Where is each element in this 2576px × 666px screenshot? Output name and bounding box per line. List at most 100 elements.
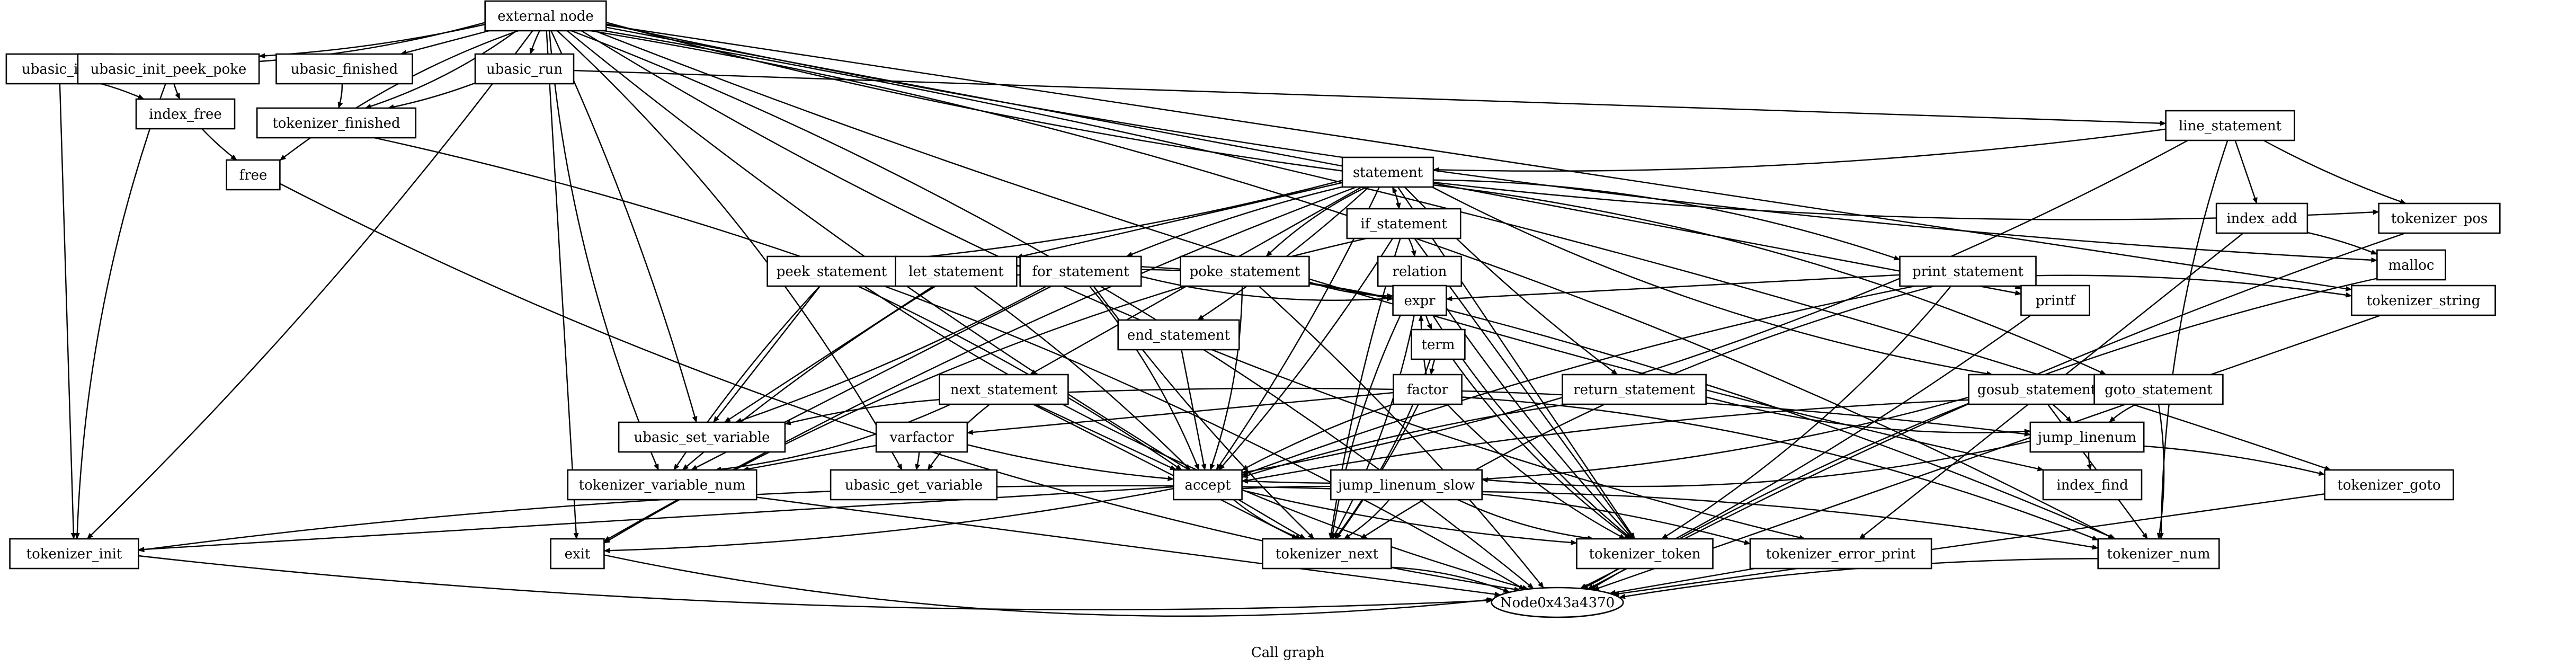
node-shape	[1968, 374, 2106, 405]
edge-term-to-factor	[1429, 359, 1436, 375]
edge-jump-linenum-to-index-find	[2087, 451, 2092, 470]
edge-exit-to-node-0x43a4370	[604, 554, 1494, 617]
node-label: free	[239, 167, 268, 183]
edge-accept-to-exit	[603, 487, 1174, 554]
node-shape	[1173, 469, 1243, 501]
node-label: ubasic_finished	[291, 61, 398, 77]
node-shape	[77, 53, 260, 85]
edge-poke-statement-to-accept	[1209, 286, 1243, 470]
node-return-statement: return_statement	[1562, 374, 1707, 405]
node-label: end_statement	[1127, 327, 1231, 343]
edge-tokenizer-error-print-to-node-0x43a4370	[1609, 567, 1755, 596]
edge-return-statement-to-jump-linenum	[1706, 396, 2031, 434]
edge-statement-to-let-statement	[1016, 182, 1343, 259]
node-shape	[1392, 285, 1447, 316]
edge-tokenizer-next-to-node-0x43a4370	[1391, 566, 1510, 593]
node-shape	[1330, 469, 1483, 501]
node-label: print_statement	[1912, 264, 2024, 280]
node-malloc: malloc	[2376, 249, 2446, 281]
edge-statement-to-gosub-statement	[1432, 186, 1993, 377]
edge-accept-to-tokenizer-error-print	[1242, 485, 1751, 545]
node-label: ubasic_run	[486, 61, 563, 77]
node-label: Node0x43a4370	[1500, 595, 1615, 611]
node-peek-statement: peek_statement	[766, 255, 897, 287]
node-print-statement: print_statement	[1899, 255, 2037, 287]
node-label: varfactor	[889, 430, 954, 446]
edge-line-statement-to-index-add	[2234, 140, 2258, 204]
node-node-0x43a4370: Node0x43a4370	[1491, 587, 1624, 618]
node-shape	[1393, 374, 1463, 405]
node-label: jump_linenum	[2036, 430, 2136, 446]
edge-external-node-to-ubasic-set-variable	[550, 30, 698, 423]
node-shape	[939, 374, 1069, 405]
edge-external-node-to-tokenizer-pos	[605, 22, 2379, 220]
node-tokenizer-token: tokenizer_token	[1576, 538, 1714, 570]
edge-line-statement-to-accept	[1241, 139, 2188, 475]
node-shape	[830, 469, 998, 501]
node-label: relation	[1393, 264, 1447, 280]
node-line-statement: line_statement	[2165, 110, 2295, 141]
node-label: let_statement	[908, 264, 1004, 280]
node-shape	[1491, 587, 1624, 618]
edge-varfactor-to-tokenizer-variable-num	[742, 445, 877, 472]
edge-next-statement-to-tokenizer-next	[1032, 403, 1298, 540]
node-shape	[1576, 538, 1714, 570]
node-shape	[1899, 255, 2037, 287]
edge-index-free-to-free	[201, 128, 237, 161]
node-label: poke_statement	[1190, 264, 1300, 280]
node-shape	[2215, 202, 2308, 234]
node-label: statement	[1353, 165, 1423, 181]
node-shape	[2093, 374, 2224, 405]
node-ubasic-init-peek-poke: ubasic_init_peek_poke	[77, 53, 260, 85]
node-shape	[2351, 285, 2496, 316]
edge-end-statement-to-accept	[1181, 349, 1207, 470]
node-expr: expr	[1392, 285, 1447, 316]
edge-print-statement-to-accept	[1241, 285, 1915, 476]
node-label: ubasic_get_variable	[845, 477, 983, 493]
node-label: gosub_statement	[1977, 382, 2097, 398]
edge-statement-to-for-statement	[1126, 186, 1343, 257]
edge-if-statement-to-accept	[1218, 238, 1394, 470]
edge-ubasic-run-to-line-statement	[573, 69, 2167, 126]
node-label: index_find	[2056, 477, 2128, 493]
edge-ubasic-init-to-tokenizer-init	[59, 83, 76, 539]
edge-for-statement-to-ubasic-set-variable	[735, 285, 1047, 423]
node-relation: relation	[1377, 255, 1463, 287]
edge-tokenizer-goto-to-node-0x43a4370	[1612, 493, 2325, 597]
edge-factor-to-accept	[1241, 403, 1394, 471]
node-shape	[2097, 538, 2220, 570]
node-label: external node	[497, 8, 594, 24]
edge-ubasic-init-peek-poke-to-index-free	[173, 83, 181, 100]
node-ubasic-run: ubasic_run	[474, 53, 575, 85]
edge-poke-statement-to-expr	[1309, 281, 1394, 299]
node-label: peek_statement	[777, 264, 887, 280]
node-accept: accept	[1173, 469, 1243, 501]
node-term: term	[1411, 328, 1466, 360]
node-shape	[1562, 374, 1707, 405]
node-index-add: index_add	[2215, 202, 2308, 234]
node-shape	[766, 255, 897, 287]
node-shape	[1411, 328, 1466, 360]
node-label: goto_statement	[2105, 382, 2213, 398]
node-label: tokenizer_token	[1589, 546, 1701, 562]
node-ubasic-finished: ubasic_finished	[275, 53, 413, 85]
edge-external-node-to-node-0x43a4370	[571, 30, 1534, 589]
edge-gosub-statement-to-jump-linenum	[2052, 404, 2072, 423]
node-shape	[226, 159, 281, 191]
node-label: tokenizer_string	[2367, 293, 2481, 309]
node-label: tokenizer_variable_num	[579, 477, 746, 493]
node-tokenizer-pos: tokenizer_pos	[2378, 202, 2501, 234]
node-tokenizer-next: tokenizer_next	[1262, 538, 1392, 570]
node-label: tokenizer_num	[2107, 546, 2210, 562]
edge-expr-to-term	[1425, 315, 1433, 330]
node-shape	[135, 98, 236, 130]
node-label: if_statement	[1360, 216, 1447, 232]
edge-statement-to-peek-statement	[895, 180, 1343, 262]
node-let-statement: let_statement	[895, 255, 1018, 287]
node-goto-statement: goto_statement	[2093, 374, 2224, 405]
node-shape	[895, 255, 1018, 287]
edge-peek-statement-to-ubasic-set-variable	[712, 286, 821, 423]
edge-print-statement-to-tokenizer-token	[1661, 286, 1951, 540]
edge-external-node-to-tokenizer-variable-num	[548, 30, 659, 470]
node-varfactor: varfactor	[875, 421, 968, 453]
